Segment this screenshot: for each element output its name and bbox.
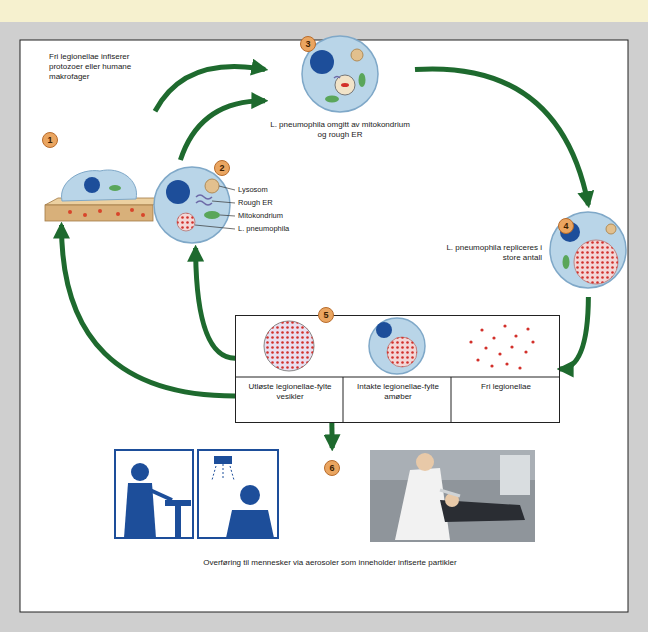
node-text: Rough ER — [238, 198, 302, 208]
host-cell — [550, 212, 626, 288]
host-cell — [154, 167, 235, 243]
aerosol-silhouettes — [115, 450, 278, 538]
callout-number: 4 — [558, 218, 574, 234]
cycle-arrow — [415, 69, 588, 205]
cycle-arrow — [61, 225, 235, 396]
node-text: Fri legionellae infiserer protozoer elle… — [49, 52, 149, 82]
release-box: 5Utløste legionellae-fylte vesiklerIntak… — [235, 315, 560, 423]
dental-photo — [370, 450, 535, 542]
stage-node: L. pneumophila repliceres i store antall — [430, 205, 628, 297]
node-text: Mitokondrium — [238, 211, 302, 221]
callout-number: 5 — [318, 307, 334, 323]
node-text: Overføring til mennesker via aerosoler s… — [180, 558, 480, 568]
node-text: Fri legionellae — [456, 382, 556, 392]
cycle-arrow — [329, 423, 334, 448]
node-text: L. pneumophila omgitt av mitokondrium og… — [270, 120, 410, 140]
amoeba-on-surface — [45, 170, 160, 221]
callout-number: 3 — [300, 36, 316, 52]
cycle-arrow — [196, 248, 235, 358]
release-forms — [235, 318, 560, 423]
release-form: Fri legionellae — [452, 316, 560, 423]
cycle-arrow — [560, 297, 588, 369]
node-text: L. pneumophila — [238, 224, 302, 234]
stage-node: Fri legionellae infiserer protozoer elle… — [45, 50, 155, 225]
callout-number: 6 — [324, 460, 340, 476]
release-form: Intakte legionellae-fylte amøber — [344, 316, 452, 423]
node-text: L. pneumophila repliceres i store antall — [430, 243, 542, 263]
cycle-arrow — [155, 67, 265, 112]
panel — [20, 40, 628, 612]
node-text: Utløste legionellae-fylte vesikler — [240, 382, 340, 402]
callout-number: 1 — [42, 132, 58, 148]
callout-number: 2 — [214, 160, 230, 176]
release-form: Utløste legionellae-fylte vesikler — [236, 316, 344, 423]
stage-node: L. pneumophila omgitt av mitokondrium og… — [265, 32, 415, 157]
node-text: Intakte legionellae-fylte amøber — [348, 382, 448, 402]
node-text: Lysosom — [238, 185, 302, 195]
cycle-arrow — [180, 101, 265, 160]
frame — [0, 22, 648, 632]
